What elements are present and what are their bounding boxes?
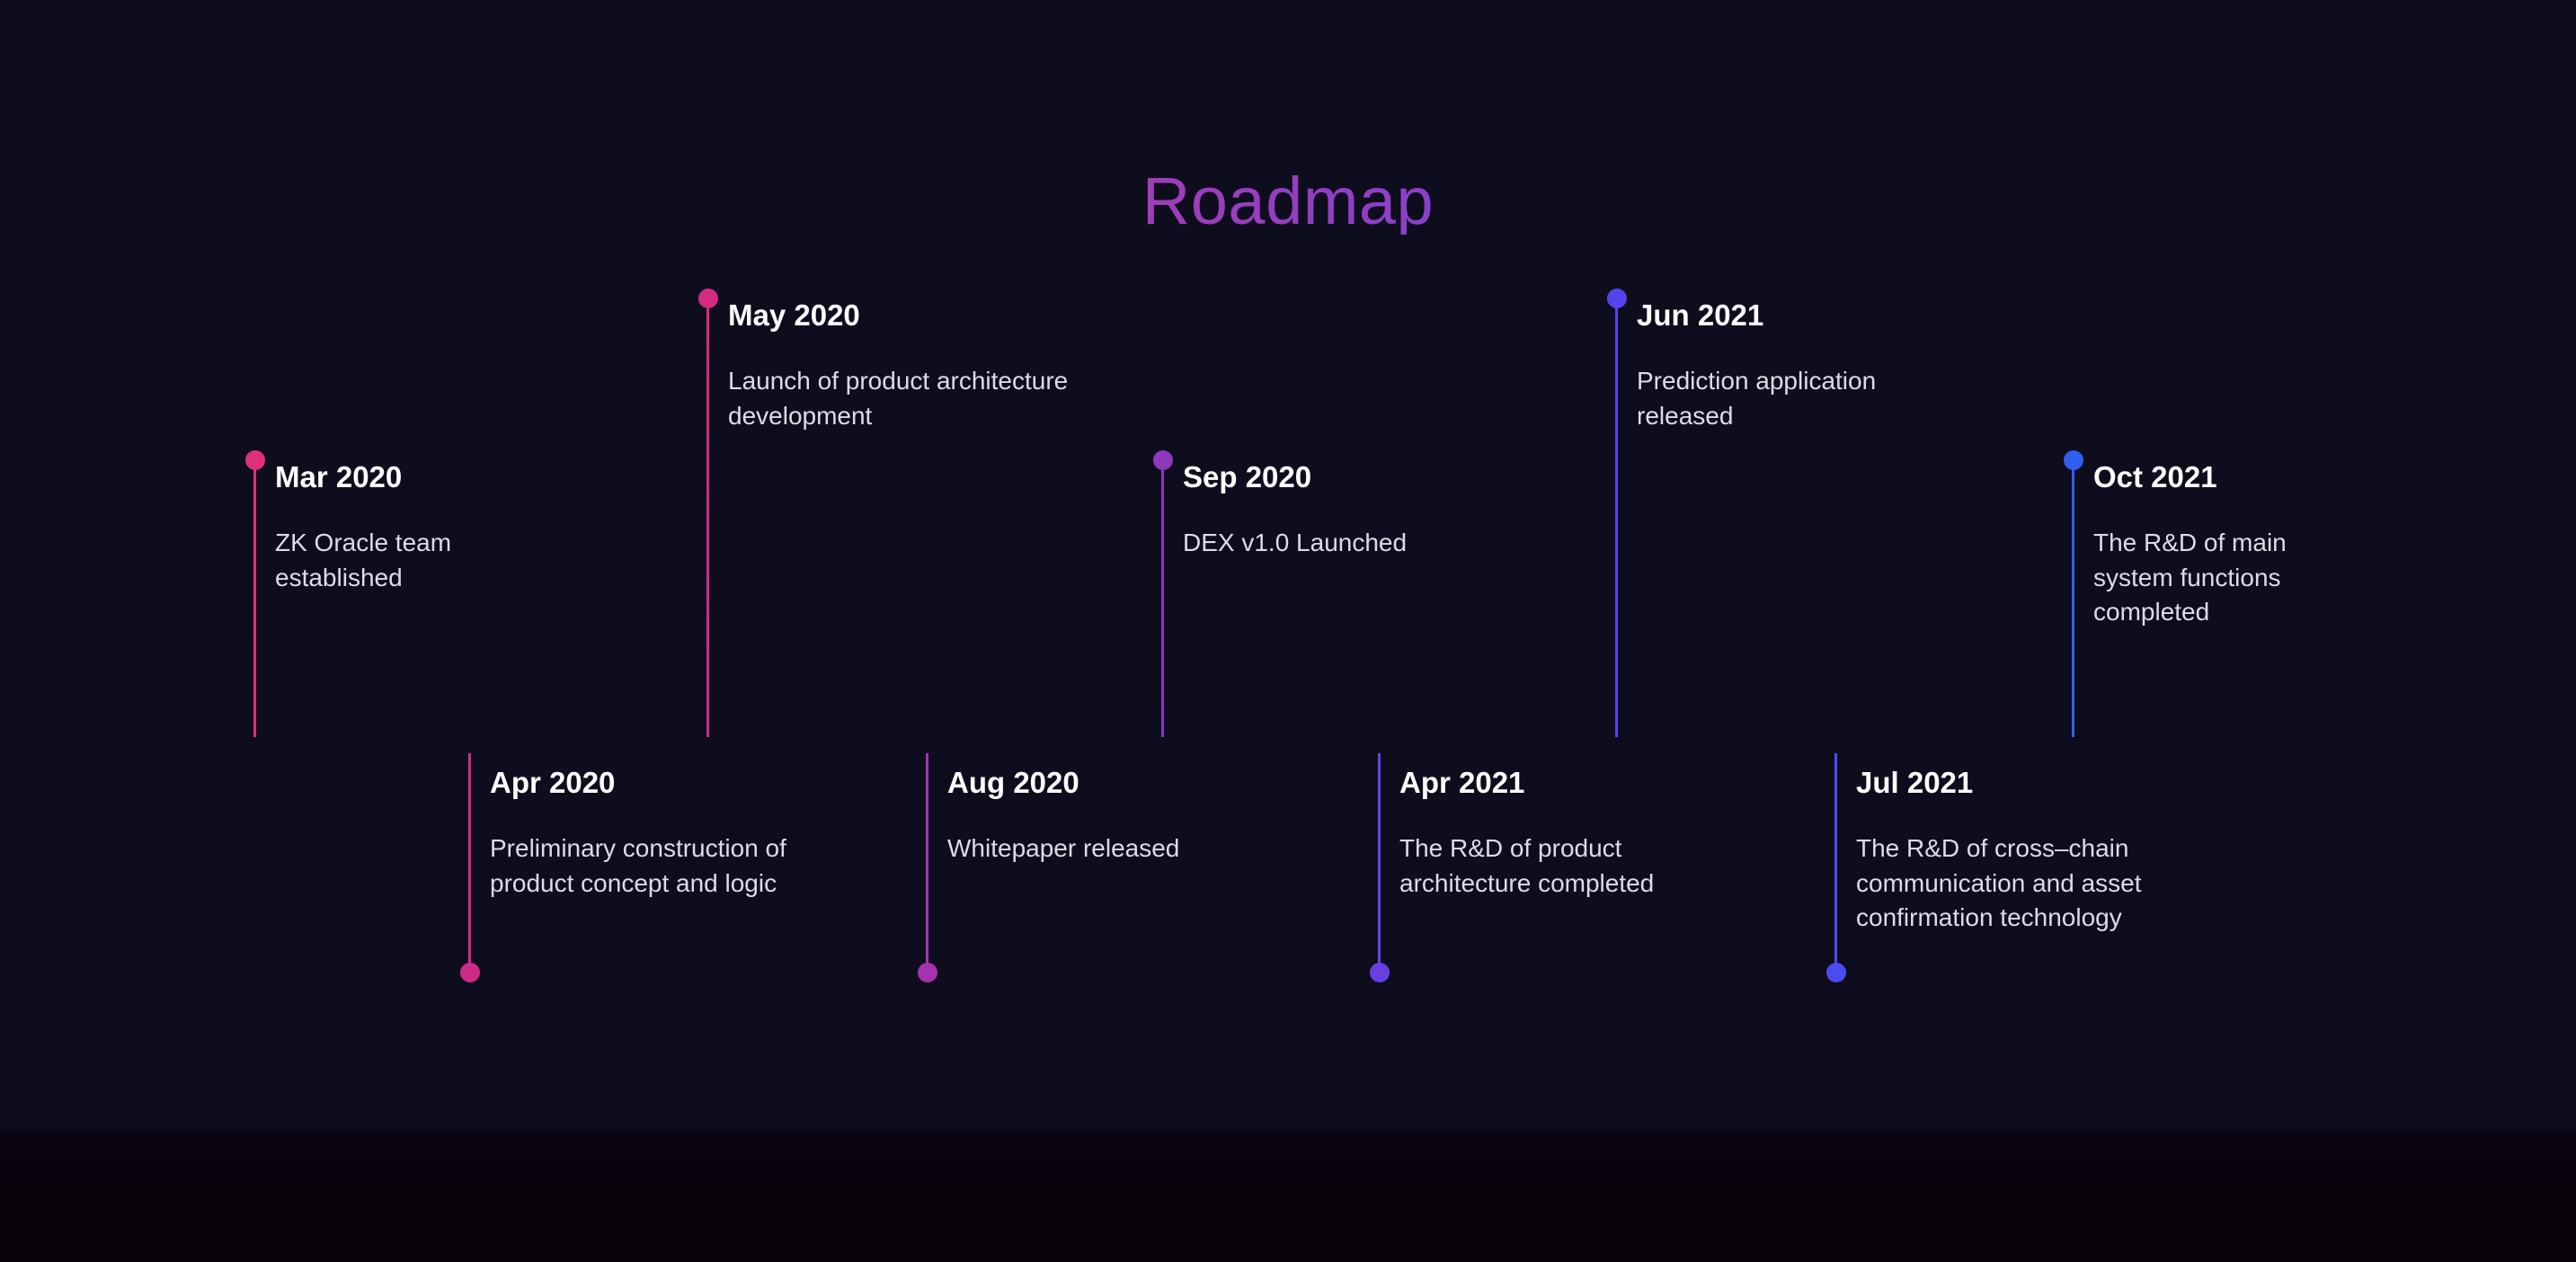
timeline-dot [2064,450,2083,470]
timeline-item-date: Oct 2021 [2093,460,2217,493]
timeline-item-content: May 2020 Launch of product architecture … [728,300,1088,433]
timeline-item-description: Prediction application released [1637,367,1877,430]
timeline-dot [1826,963,1846,982]
timeline-dot [460,963,480,982]
connector-stem [1834,753,1837,973]
connector-stem [468,753,471,973]
timeline-item-description: DEX v1.0 Launched [1183,529,1408,556]
connector-stem [1161,460,1164,737]
timeline-item-date: Aug 2020 [947,766,1079,799]
timeline-item-date: Jul 2021 [1856,766,1974,799]
timeline-item-description: The R&D of main system functions complet… [2093,529,2287,627]
bottom-gradient-band [0,1129,2576,1262]
timeline-item-content: Apr 2020 Preliminary construction of pro… [490,768,876,901]
timeline-item-content: Oct 2021 The R&D of main system function… [2093,462,2336,630]
connector-stem [1378,753,1381,973]
timeline-item-date: Apr 2021 [1399,766,1525,799]
timeline-dot [245,450,265,470]
timeline-dot [698,289,718,308]
timeline-item-content: Mar 2020 ZK Oracle team established [275,462,545,595]
timeline-item-date: Apr 2020 [490,766,616,799]
timeline-item-content: Aug 2020 Whitepaper released [947,768,1325,867]
connector-stem [706,298,709,737]
page-title: Roadmap [0,167,2576,235]
timeline-item-date: Mar 2020 [275,460,403,493]
timeline-item-content: Apr 2021 The R&D of product architecture… [1399,768,1723,901]
timeline-item-description: ZK Oracle team established [275,529,452,591]
timeline-dot [1153,450,1173,470]
timeline-item-description: Launch of product architecture developme… [728,367,1069,430]
connector-stem [253,460,256,737]
timeline-item-date: Jun 2021 [1637,298,1764,332]
timeline-item-date: May 2020 [728,298,860,332]
timeline-dot [1607,289,1627,308]
timeline-item-description: Preliminary construction of product conc… [490,834,786,897]
connector-stem [1615,298,1618,737]
timeline-item-content: Jul 2021 The R&D of cross–chain communic… [1856,768,2207,936]
timeline-item-description: The R&D of cross–chain communication and… [1856,834,2142,932]
connector-stem [926,753,928,973]
connector-stem [2072,460,2074,737]
timeline-item-date: Sep 2020 [1183,460,1312,493]
timeline-dot [1370,963,1390,982]
timeline-item-description: The R&D of product architecture complete… [1399,834,1655,897]
timeline-dot [918,963,937,982]
timeline-item-content: Sep 2020 DEX v1.0 Launched [1183,462,1542,561]
timeline-item-content: Jun 2021 Prediction application released [1637,300,1960,433]
timeline-item-description: Whitepaper released [947,834,1180,862]
